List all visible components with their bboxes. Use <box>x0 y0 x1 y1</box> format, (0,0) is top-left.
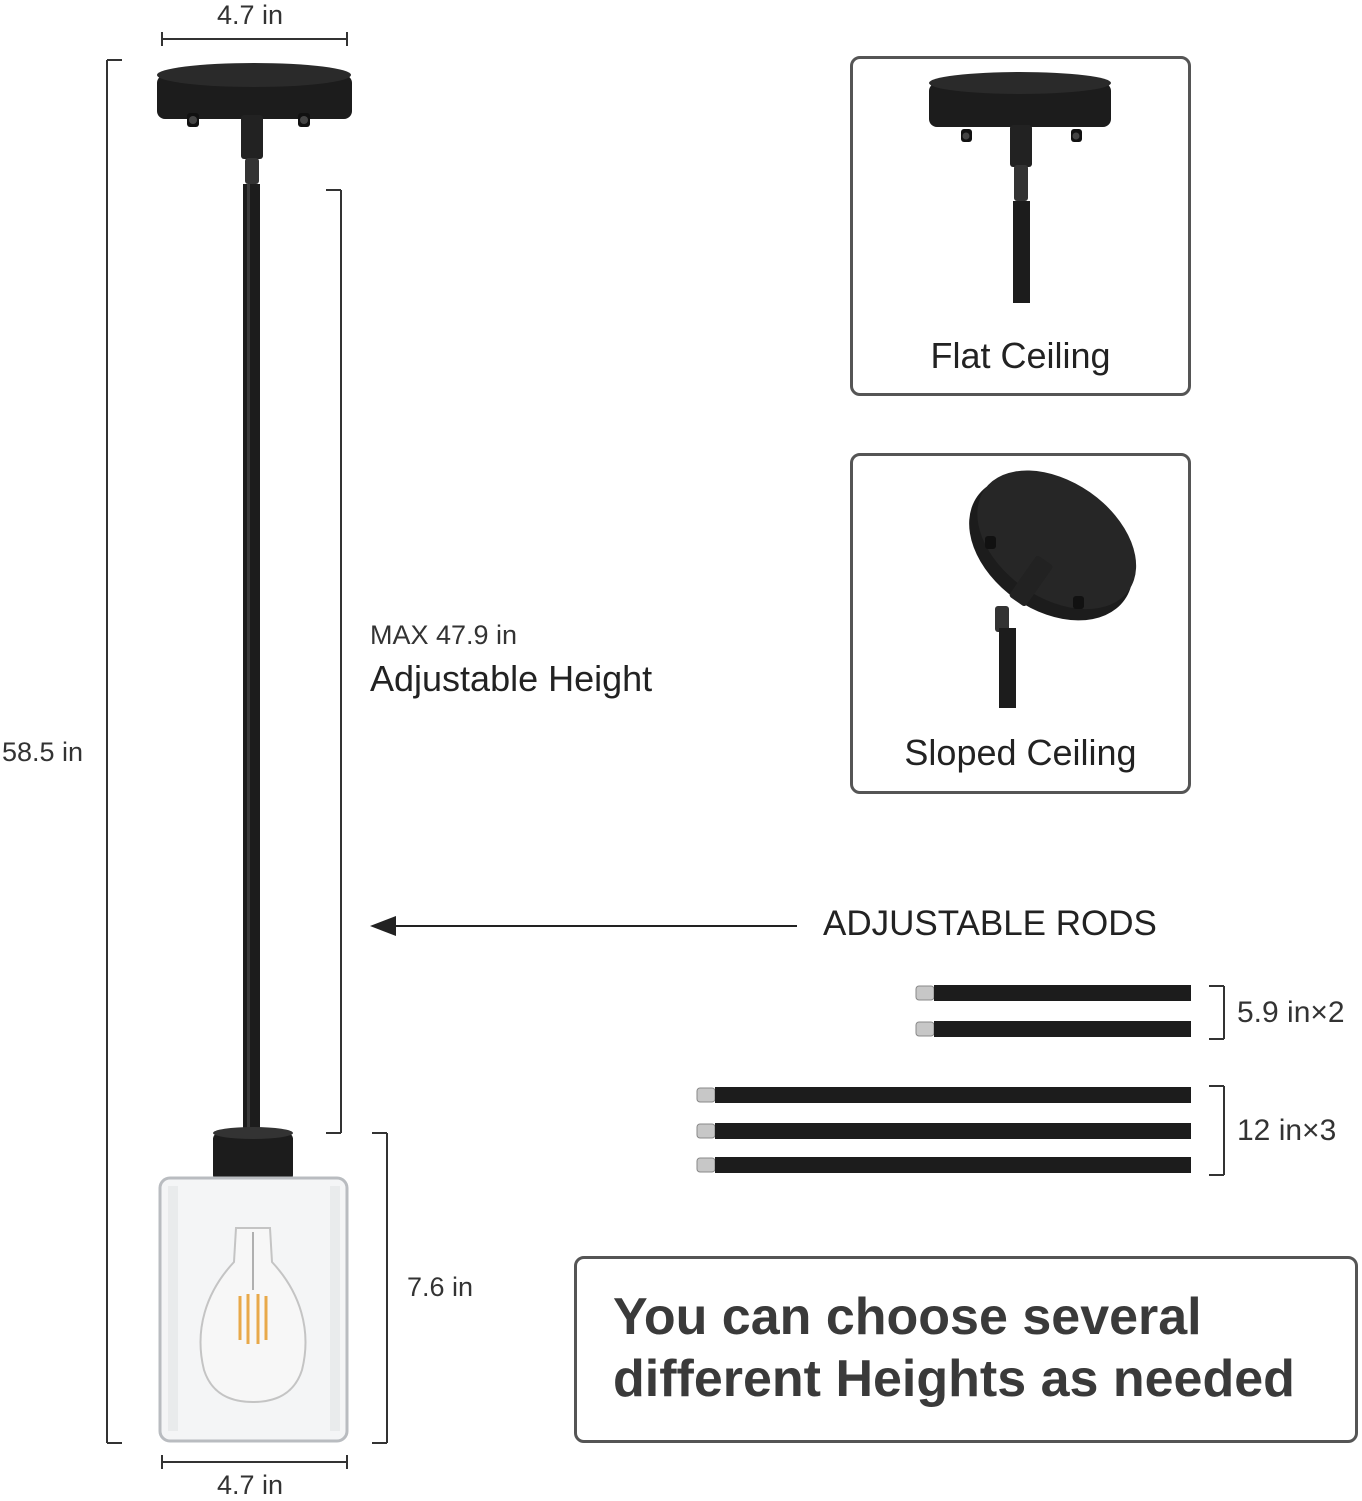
total-height-label: 58.5 in <box>2 737 84 767</box>
top-width-dimension-line <box>161 32 348 46</box>
long-rods <box>696 1087 1191 1173</box>
short-rods-label: 5.9 in×2 <box>1237 996 1345 1029</box>
canopy <box>157 63 352 184</box>
short-rods-bracket <box>1209 985 1225 1040</box>
max-height-label: MAX 47.9 in <box>370 620 518 650</box>
bottom-width-label: 4.7 in <box>217 1470 284 1500</box>
height-note-line-1: You can choose several <box>613 1288 1202 1346</box>
top-width-label: 4.7 in <box>217 0 284 30</box>
sloped-ceiling-illustration <box>969 470 1137 708</box>
adjustable-height-label: Adjustable Height <box>370 658 653 699</box>
height-note-line-2: different Heights as needed <box>613 1350 1295 1408</box>
shade-height-bracket <box>372 1132 388 1444</box>
flat-ceiling-illustration <box>929 72 1111 303</box>
short-rods <box>915 985 1191 1037</box>
adjustable-height-bracket <box>326 189 342 1134</box>
pendant-rod <box>243 184 260 1134</box>
light-bulb <box>199 1227 307 1404</box>
sloped-ceiling-card: Sloped Ceiling <box>850 453 1191 794</box>
shade-height-label: 7.6 in <box>407 1272 474 1302</box>
rods-arrow <box>370 916 797 936</box>
flat-ceiling-card: Flat Ceiling <box>850 56 1191 396</box>
adjustable-rods-title: ADJUSTABLE RODS <box>823 904 1157 943</box>
height-note-box: You can choose several different Heights… <box>574 1256 1358 1443</box>
total-height-bracket <box>106 59 122 1444</box>
flat-ceiling-label: Flat Ceiling <box>930 335 1111 376</box>
long-rods-bracket <box>1209 1085 1225 1176</box>
sloped-ceiling-label: Sloped Ceiling <box>904 732 1137 773</box>
long-rods-label: 12 in×3 <box>1237 1114 1337 1147</box>
bottom-width-dimension-line <box>161 1455 348 1469</box>
